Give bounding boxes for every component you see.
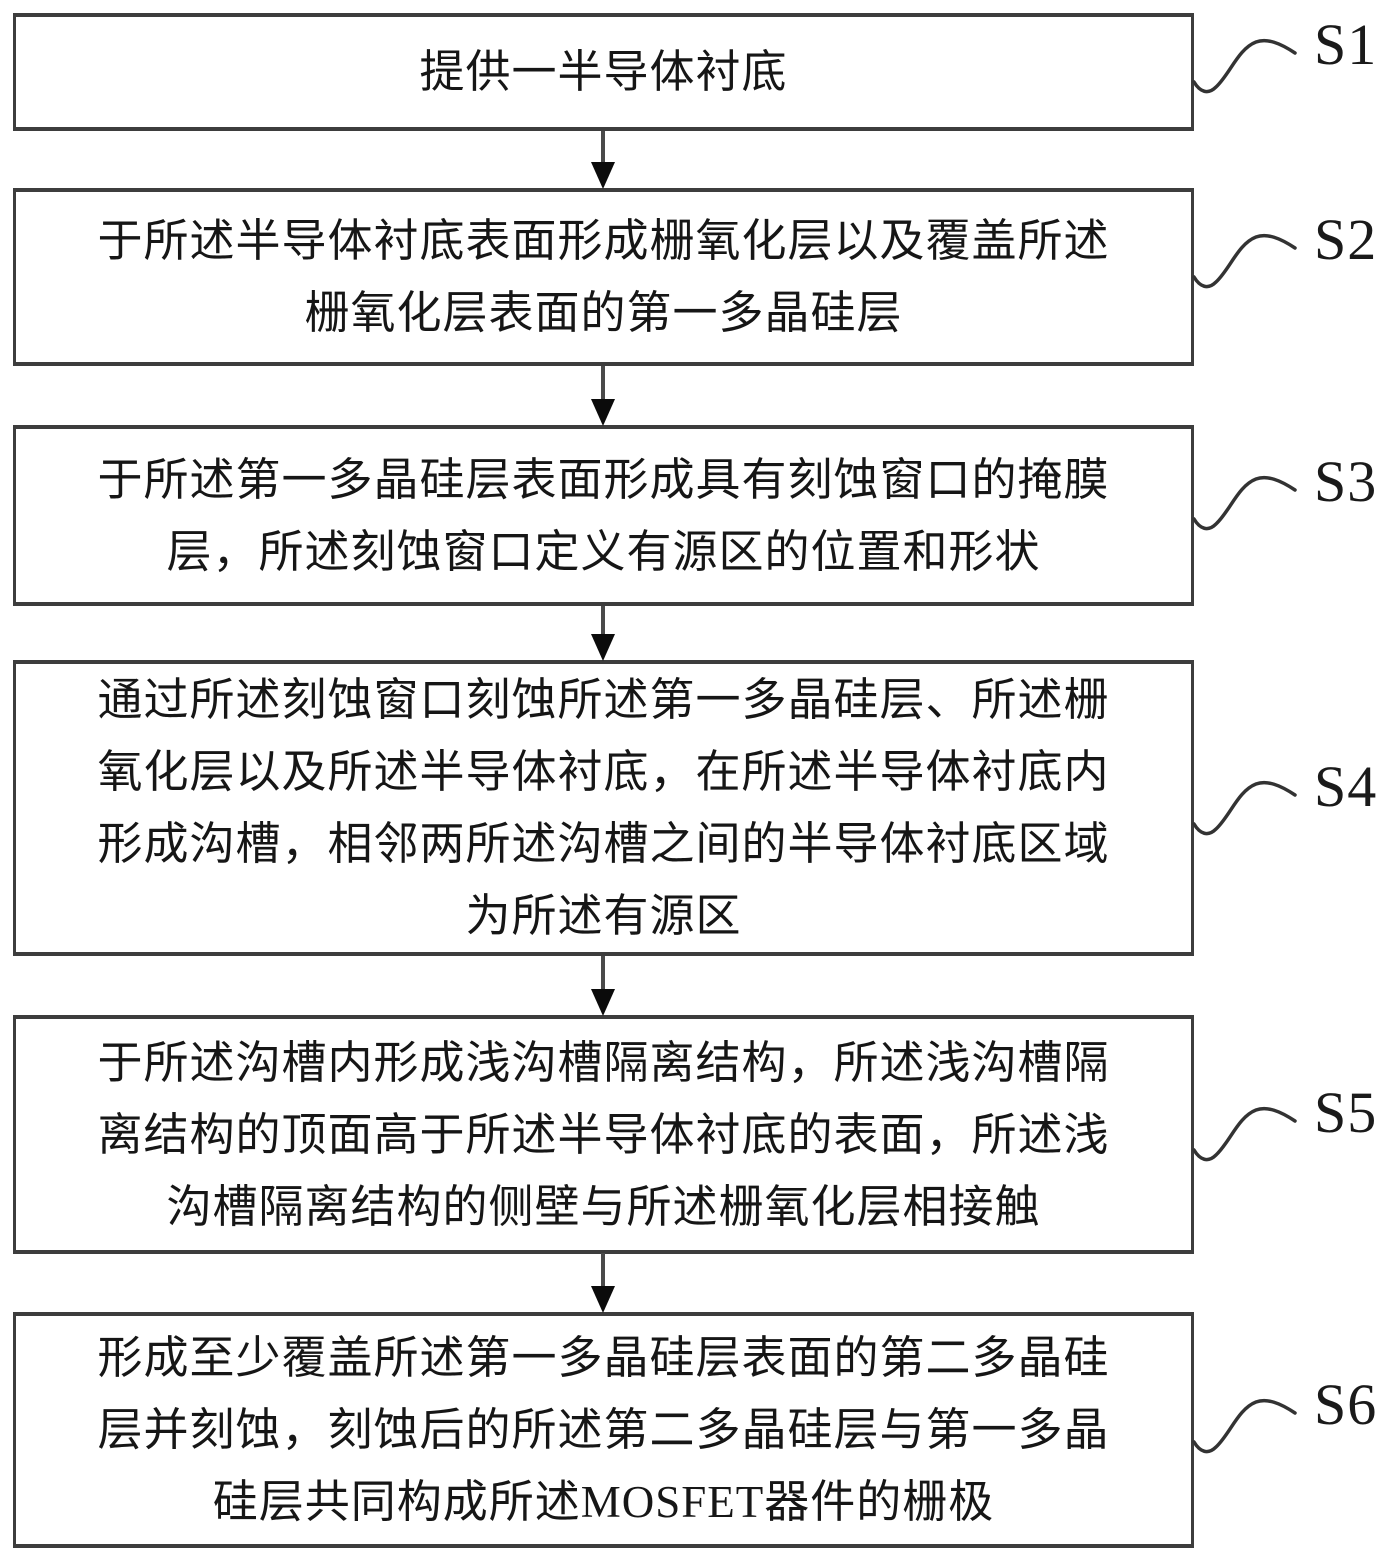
- step-label-s2: S2: [1314, 207, 1378, 272]
- arrow-shaft: [601, 606, 605, 634]
- squiggle-connector-icon: [1192, 1396, 1306, 1458]
- arrow-down-icon: [591, 1253, 615, 1313]
- arrowhead-icon: [591, 399, 615, 426]
- squiggle-connector-icon: [1192, 36, 1306, 98]
- arrowhead-icon: [591, 989, 615, 1016]
- arrowhead-icon: [591, 634, 615, 661]
- squiggle-connector-icon: [1192, 231, 1306, 293]
- arrow-shaft: [601, 1253, 605, 1286]
- step-box-s3: 于所述第一多晶硅层表面形成具有刻蚀窗口的掩膜 层，所述刻蚀窗口定义有源区的位置和…: [13, 425, 1194, 606]
- arrow-down-icon: [591, 131, 615, 189]
- step-text-s6: 形成至少覆盖所述第一多晶硅层表面的第二多晶硅 层并刻蚀，刻蚀后的所述第二多晶硅层…: [97, 1333, 1110, 1527]
- squiggle-connector-icon: [1192, 1104, 1306, 1166]
- step-text-s5: 于所述沟槽内形成浅沟槽隔离结构，所述浅沟槽隔 离结构的顶面高于所述半导体衬底的表…: [97, 1037, 1110, 1232]
- step-box-s2: 于所述半导体衬底表面形成栅氧化层以及覆盖所述 栅氧化层表面的第一多晶硅层: [13, 188, 1194, 366]
- step-label-s3: S3: [1314, 449, 1378, 514]
- step-label-s1: S1: [1314, 12, 1378, 77]
- squiggle-connector-icon: [1192, 473, 1306, 535]
- step-box-s6: 形成至少覆盖所述第一多晶硅层表面的第二多晶硅 层并刻蚀，刻蚀后的所述第二多晶硅层…: [13, 1312, 1194, 1548]
- step-text-s4: 通过所述刻蚀窗口刻蚀所述第一多晶硅层、所述栅 氧化层以及所述半导体衬底，在所述半…: [97, 675, 1110, 941]
- arrow-down-icon: [591, 606, 615, 661]
- arrow-down-icon: [591, 956, 615, 1016]
- step-text-s3: 于所述第一多晶硅层表面形成具有刻蚀窗口的掩膜 层，所述刻蚀窗口定义有源区的位置和…: [97, 454, 1110, 577]
- arrowhead-icon: [591, 162, 615, 189]
- arrow-shaft: [601, 131, 605, 162]
- step-box-s1: 提供一半导体衬底: [13, 13, 1194, 131]
- squiggle-connector-icon: [1192, 778, 1306, 840]
- step-text-s1: 提供一半导体衬底: [419, 47, 788, 97]
- arrow-down-icon: [591, 366, 615, 426]
- arrow-shaft: [601, 956, 605, 989]
- arrow-shaft: [601, 366, 605, 399]
- step-box-s5: 于所述沟槽内形成浅沟槽隔离结构，所述浅沟槽隔 离结构的顶面高于所述半导体衬底的表…: [13, 1015, 1194, 1254]
- step-text-s2: 于所述半导体衬底表面形成栅氧化层以及覆盖所述 栅氧化层表面的第一多晶硅层: [97, 216, 1110, 338]
- step-box-s4: 通过所述刻蚀窗口刻蚀所述第一多晶硅层、所述栅 氧化层以及所述半导体衬底，在所述半…: [13, 660, 1194, 956]
- arrowhead-icon: [591, 1286, 615, 1313]
- step-label-s5: S5: [1314, 1080, 1378, 1145]
- step-label-s6: S6: [1314, 1372, 1378, 1437]
- step-label-s4: S4: [1314, 754, 1378, 819]
